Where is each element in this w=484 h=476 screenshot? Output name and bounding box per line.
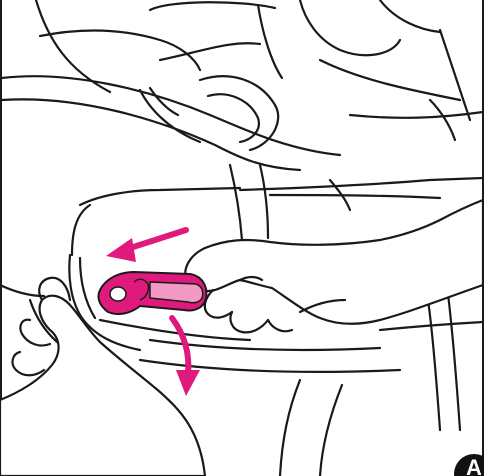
harness-buckle-area: [140, 76, 455, 150]
curved-arrow-down-icon: [172, 318, 200, 396]
release-handle-icon[interactable]: [98, 272, 206, 314]
step-badge: A: [454, 454, 484, 476]
step-badge-label: A: [466, 455, 482, 476]
seat-shell-outline: [2, 0, 340, 170]
arrow-left-icon: [106, 230, 186, 262]
right-hand: [185, 200, 483, 332]
harness-strap: [230, 165, 350, 240]
